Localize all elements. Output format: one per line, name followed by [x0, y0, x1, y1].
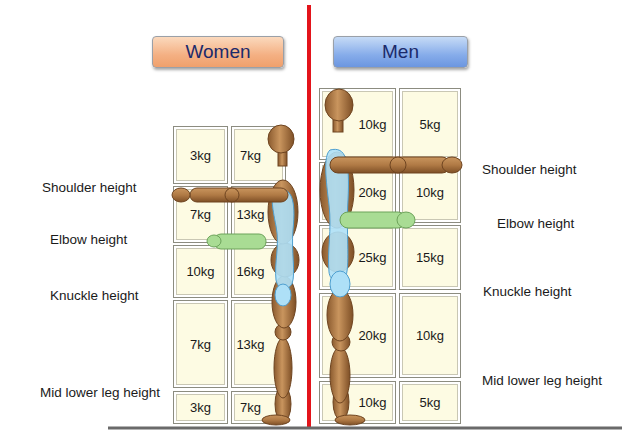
weight-value: 25kg: [358, 250, 386, 265]
load-box: 5kg: [399, 88, 461, 160]
divider-line: [307, 5, 311, 428]
load-box: 10kg: [399, 293, 461, 378]
height-label: Knuckle height: [50, 288, 139, 303]
height-label: Mid lower leg height: [40, 385, 160, 400]
load-box: 3kg: [173, 126, 228, 184]
weight-value: 13kg: [236, 337, 264, 352]
load-box: 5kg: [399, 381, 461, 424]
load-box: 7kg: [173, 300, 228, 388]
weight-value: 5kg: [420, 117, 441, 132]
load-box: 15kg: [399, 225, 461, 290]
weight-value: 7kg: [190, 207, 211, 222]
woman-mannequin: [172, 125, 299, 425]
weight-value: 15kg: [416, 250, 444, 265]
weight-value: 3kg: [190, 400, 211, 415]
ground-line: [108, 427, 622, 430]
weight-value: 13kg: [236, 207, 264, 222]
weight-value: 10kg: [358, 395, 386, 410]
height-label: Shoulder height: [42, 180, 137, 195]
height-label: Shoulder height: [482, 162, 577, 177]
header-text: Men: [382, 41, 419, 63]
weight-value: 5kg: [420, 395, 441, 410]
header-text: Women: [185, 41, 250, 63]
weight-value: 3kg: [190, 148, 211, 163]
weight-value: 16kg: [236, 264, 264, 279]
load-box: 3kg: [173, 391, 228, 424]
height-label: Elbow height: [497, 216, 574, 231]
height-label: Mid lower leg height: [482, 373, 602, 388]
weight-value: 10kg: [358, 117, 386, 132]
weight-value: 10kg: [416, 328, 444, 343]
group-header: Women: [152, 36, 284, 68]
weight-value: 10kg: [186, 264, 214, 279]
weight-value: 20kg: [358, 328, 386, 343]
weight-value: 10kg: [416, 185, 444, 200]
weight-value: 7kg: [240, 148, 261, 163]
weight-value: 7kg: [190, 337, 211, 352]
weight-value: 20kg: [358, 185, 386, 200]
weight-value: 7kg: [240, 400, 261, 415]
man-mannequin: [320, 89, 462, 425]
height-label: Knuckle height: [483, 284, 572, 299]
load-box: 10kg: [173, 245, 228, 298]
height-label: Elbow height: [50, 232, 127, 247]
group-header: Men: [333, 36, 468, 68]
